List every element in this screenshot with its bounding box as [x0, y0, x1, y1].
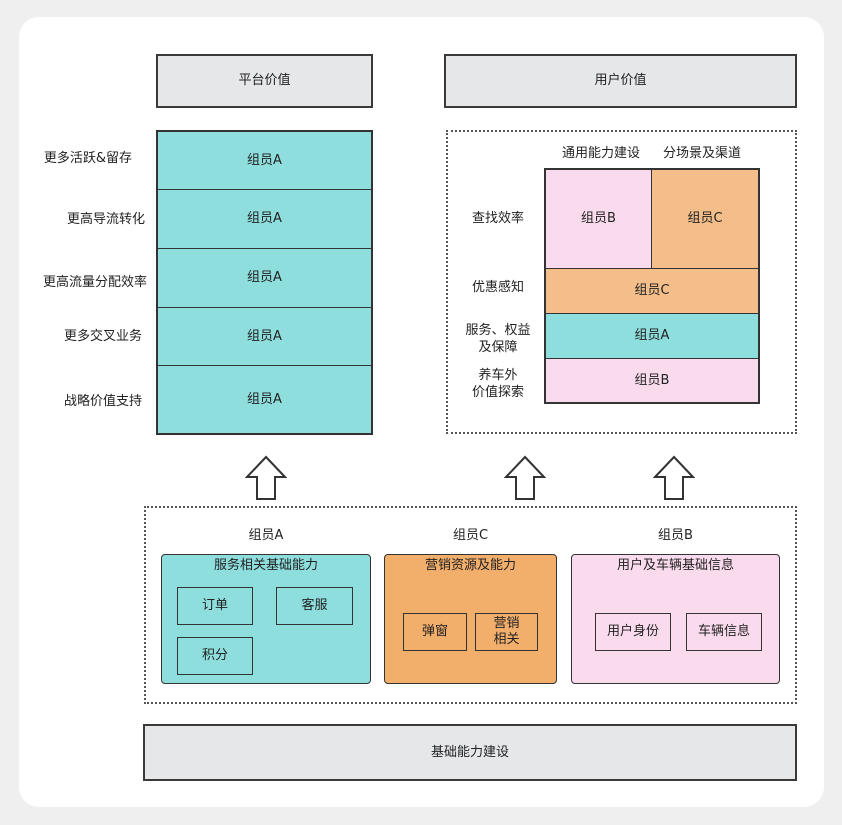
user-row-label: 查找效率 [471, 211, 524, 226]
platform-row-label: 战略价值支持 [63, 394, 142, 409]
capability-item-user-identity: 用户身份 [595, 613, 671, 651]
platform-row-owner: 组员A [158, 132, 371, 190]
platform-row-label: 更多活跃&留存 [43, 151, 132, 166]
capability-item-customer-service: 客服 [276, 587, 353, 625]
platform-row-label: 更多交叉业务 [63, 329, 142, 344]
foundation-bar: 基础能力建设 [143, 724, 797, 781]
capability-item-vehicle-info: 车辆信息 [686, 613, 762, 651]
user-row-label-line: 服务、权益 [465, 323, 531, 338]
platform-value-stack: 组员A 组员A 组员A 组员A 组员A [156, 130, 373, 435]
capability-item-popup: 弹窗 [403, 613, 467, 651]
user-value-header: 用户价值 [444, 54, 797, 108]
platform-row-label: 更高导流转化 [66, 212, 145, 227]
user-cell: 组员B [546, 359, 758, 402]
capability-group-service: 服务相关基础能力 订单 客服 积分 [161, 554, 371, 684]
platform-row-owner: 组员A [158, 366, 371, 433]
capability-group-user-vehicle: 用户及车辆基础信息 用户身份 车辆信息 [571, 554, 780, 684]
user-row-label-line: 及保障 [478, 340, 518, 355]
user-value-region [446, 130, 797, 434]
user-cell: 组员C [652, 170, 758, 269]
user-value-matrix: 组员B 组员C 组员C 组员A 组员B [544, 168, 760, 404]
capability-group-title: 营销资源及能力 [424, 558, 516, 573]
capability-owner: 组员C [452, 528, 489, 543]
capability-group-title: 服务相关基础能力 [213, 558, 318, 573]
user-row-label-line: 养车外 [478, 368, 518, 383]
user-cell: 组员C [546, 269, 758, 314]
platform-row-label: 更高流量分配效率 [42, 275, 147, 290]
user-col-header: 分场景及渠道 [662, 146, 741, 161]
capability-item-marketing-related: 营销 相关 [475, 613, 538, 651]
platform-value-header: 平台价值 [156, 54, 373, 108]
platform-row-owner: 组员A [158, 190, 371, 249]
platform-row-owner: 组员A [158, 249, 371, 308]
capability-item-points: 积分 [177, 637, 253, 675]
up-arrow-icon [504, 455, 546, 500]
up-arrow-icon [653, 455, 695, 500]
user-cell: 组员A [546, 314, 758, 359]
up-arrow-icon [245, 455, 287, 500]
user-col-header: 通用能力建设 [561, 146, 640, 161]
capability-group-marketing: 营销资源及能力 弹窗 营销 相关 [384, 554, 557, 684]
platform-row-owner: 组员A [158, 308, 371, 366]
capability-item-order: 订单 [177, 587, 253, 625]
capability-owner: 组员B [658, 528, 693, 543]
user-row-label: 优惠感知 [471, 280, 524, 295]
user-row-label-line: 价值探索 [471, 385, 524, 400]
user-cell: 组员B [546, 170, 652, 269]
user-row-label: 服务、权益 及保障 [456, 322, 540, 356]
capability-owner: 组员A [248, 528, 284, 543]
capability-region [144, 506, 797, 704]
capability-group-title: 用户及车辆基础信息 [616, 558, 734, 573]
user-row-label: 养车外 价值探索 [456, 367, 540, 401]
